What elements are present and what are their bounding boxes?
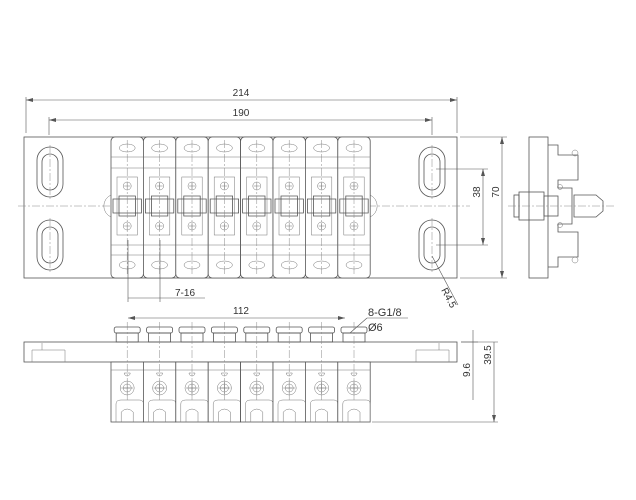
mounting-slot [418,145,446,199]
mounting-slot [36,145,64,199]
valve-module [142,136,177,279]
mounting-slot [36,218,64,272]
dim-70-label: 70 [491,186,502,198]
dim-214-label: 214 [233,88,250,99]
fitting-icon [112,195,142,217]
dim-39-5-label: 39.5 [483,345,494,365]
front-view [23,322,458,423]
dim-38-label: 38 [472,186,483,198]
valve-module-front [110,322,144,423]
valve-module-front [207,322,241,423]
valve-module [337,136,371,279]
fitting-icon [274,195,304,217]
side-view [508,136,615,279]
dimension-7-16: 7-16 [127,240,205,302]
fitting-icon [209,195,239,217]
dimension-214: 214 [25,88,458,133]
fitting-icon [177,195,207,217]
valve-module-front [142,322,177,423]
mounting-slots [36,145,446,272]
dimension-112: 112 [128,306,345,320]
fitting-icon [145,195,175,217]
valve-module-front [240,322,274,423]
dimension-39-5: 39.5 [372,341,498,423]
dimension-70: 70 [460,136,507,279]
valve-modules-top [103,136,378,279]
valve-module [304,136,339,279]
fitting-icon [242,195,272,217]
port-callout: 8-G1/8 Ø6 [349,307,408,334]
fitting-icon [307,195,337,217]
valve-module-front [272,322,306,423]
valve-module [175,136,209,279]
fitting-icon [339,195,369,217]
dimension-190: 190 [48,108,433,135]
dimension-38: 38 [436,168,488,246]
dim-190-label: 190 [233,108,250,119]
mounting-bar [23,341,458,363]
valve-module [207,136,241,279]
valve-modules-front [110,322,371,423]
port-spec-label: 8-G1/8 [368,307,402,319]
dim-9-6-label: 9.6 [462,363,473,377]
valve-module [110,136,144,279]
top-view [18,136,470,279]
valve-module-front [175,322,209,423]
dim-r4-5-label: R4.5 [438,286,458,310]
valve-module-front [337,322,371,423]
valve-module [240,136,274,279]
valve-module-front [304,322,339,423]
port-diameter-label: Ø6 [368,322,383,334]
dim-112-label: 112 [233,306,249,317]
dimension-9-6: 9.6 [461,330,478,400]
dim-7-16-label: 7-16 [175,288,195,299]
valve-module [272,136,306,279]
